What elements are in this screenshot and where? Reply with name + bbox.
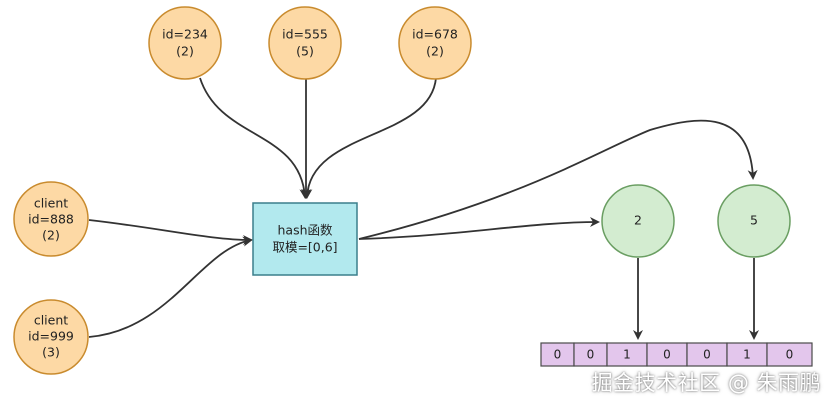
bit-value-5: 1 bbox=[743, 348, 751, 362]
node-id234-shape bbox=[148, 6, 222, 80]
bucket-2-shape bbox=[601, 184, 675, 258]
hash-function-line2: 取模=[0,6] bbox=[272, 240, 337, 255]
bucket-5: 5 bbox=[717, 184, 791, 258]
node-client999-line1: client bbox=[34, 313, 68, 328]
node-id678-line1: id=678 bbox=[412, 27, 458, 42]
bit-value-2: 1 bbox=[623, 348, 631, 362]
node-id555-line2: (5) bbox=[296, 44, 314, 59]
node-client888-line1: client bbox=[34, 196, 68, 211]
node-client999: client id=999 (3) bbox=[13, 299, 89, 375]
watermark: 掘金技术社区 @ 朱雨鹏 bbox=[591, 371, 821, 395]
edge-id678-to-hash bbox=[302, 77, 437, 199]
edge-client888-to-hash bbox=[88, 219, 253, 245]
bucket-5-shape bbox=[717, 184, 791, 258]
node-client888-line2: id=888 bbox=[28, 212, 74, 227]
node-client888-line3: (2) bbox=[42, 228, 60, 243]
bucket-2-label: 2 bbox=[634, 213, 642, 228]
node-id555-line1: id=555 bbox=[282, 27, 328, 42]
node-id555: id=555 (5) bbox=[268, 6, 342, 80]
node-id555-shape bbox=[268, 6, 342, 80]
node-client999-line3: (3) bbox=[42, 345, 60, 360]
edge-hash-to-bucket2 bbox=[358, 217, 600, 240]
hash-function-box: hash函数 取模=[0,6] bbox=[252, 202, 358, 276]
edge-id234-to-hash bbox=[199, 77, 310, 199]
node-id678-shape bbox=[398, 6, 472, 80]
bit-value-6: 0 bbox=[786, 348, 794, 362]
hash-function-line1: hash函数 bbox=[277, 223, 333, 238]
edge-hash-to-bucket5 bbox=[358, 119, 758, 240]
node-id234: id=234 (2) bbox=[148, 6, 222, 80]
bucket-5-label: 5 bbox=[750, 213, 758, 228]
node-id678-line2: (2) bbox=[426, 44, 444, 59]
edge-client999-to-hash bbox=[88, 236, 253, 338]
bit-value-3: 0 bbox=[663, 348, 671, 362]
node-client999-shape bbox=[13, 299, 89, 375]
bit-value-1: 0 bbox=[587, 348, 595, 362]
bitmap-array: 0 0 1 0 0 1 0 bbox=[540, 342, 813, 367]
node-id234-line1: id=234 bbox=[162, 27, 208, 42]
bucket-2: 2 bbox=[601, 184, 675, 258]
node-id234-line2: (2) bbox=[176, 44, 194, 59]
node-id678: id=678 (2) bbox=[398, 6, 472, 80]
bit-cell-6 bbox=[766, 342, 813, 367]
hash-function-shape bbox=[252, 202, 358, 276]
node-client888: client id=888 (2) bbox=[13, 181, 89, 257]
bit-value-0: 0 bbox=[554, 348, 562, 362]
bit-value-4: 0 bbox=[703, 348, 711, 362]
node-client888-shape bbox=[13, 181, 89, 257]
node-client999-line2: id=999 bbox=[28, 329, 74, 344]
